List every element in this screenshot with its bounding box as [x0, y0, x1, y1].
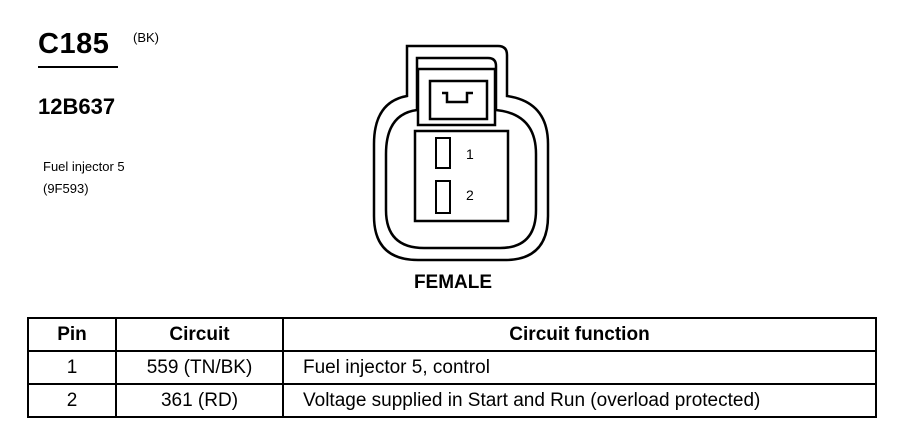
circuit-function-cell: Voltage supplied in Start and Run (overl… — [282, 383, 877, 418]
component-name: Fuel injector 5 — [43, 159, 125, 174]
pin-1-label: 1 — [466, 146, 474, 162]
column-header-pin: Pin — [27, 317, 117, 352]
part-number: 12B637 — [38, 94, 116, 119]
table-row: 2 361 (RD) Voltage supplied in Start and… — [27, 383, 877, 418]
component-code: (9F593) — [43, 181, 89, 196]
connector-color: (BK) — [133, 30, 159, 45]
connector-id-underline — [38, 66, 118, 68]
connector-gender-label: FEMALE — [413, 272, 493, 293]
pin-cavity-block — [413, 129, 510, 223]
column-header-circuit: Circuit — [115, 317, 284, 352]
connector-face-diagram: 1 2 — [372, 44, 550, 262]
circuit-cell: 559 (TN/BK) — [115, 350, 284, 385]
connector-id: C185 — [38, 28, 110, 60]
pin-cell: 1 — [27, 350, 117, 385]
locking-tab-notch — [442, 91, 473, 104]
column-header-circuit-function: Circuit function — [282, 317, 877, 352]
table-row: 1 559 (TN/BK) Fuel injector 5, control — [27, 350, 877, 385]
circuit-function-cell: Fuel injector 5, control — [282, 350, 877, 385]
connector-outer-housing — [372, 44, 550, 262]
pin-2-terminal — [435, 180, 451, 214]
table-header-row: Pin Circuit Circuit function — [27, 317, 877, 352]
pin-2-label: 2 — [466, 187, 474, 203]
connector-inner-housing — [384, 56, 538, 250]
pin-circuit-table: Pin Circuit Circuit function 1 559 (TN/B… — [27, 317, 877, 418]
circuit-cell: 361 (RD) — [115, 383, 284, 418]
pin-1-terminal — [435, 137, 451, 169]
pin-cell: 2 — [27, 383, 117, 418]
locking-tab-inner — [428, 79, 489, 121]
